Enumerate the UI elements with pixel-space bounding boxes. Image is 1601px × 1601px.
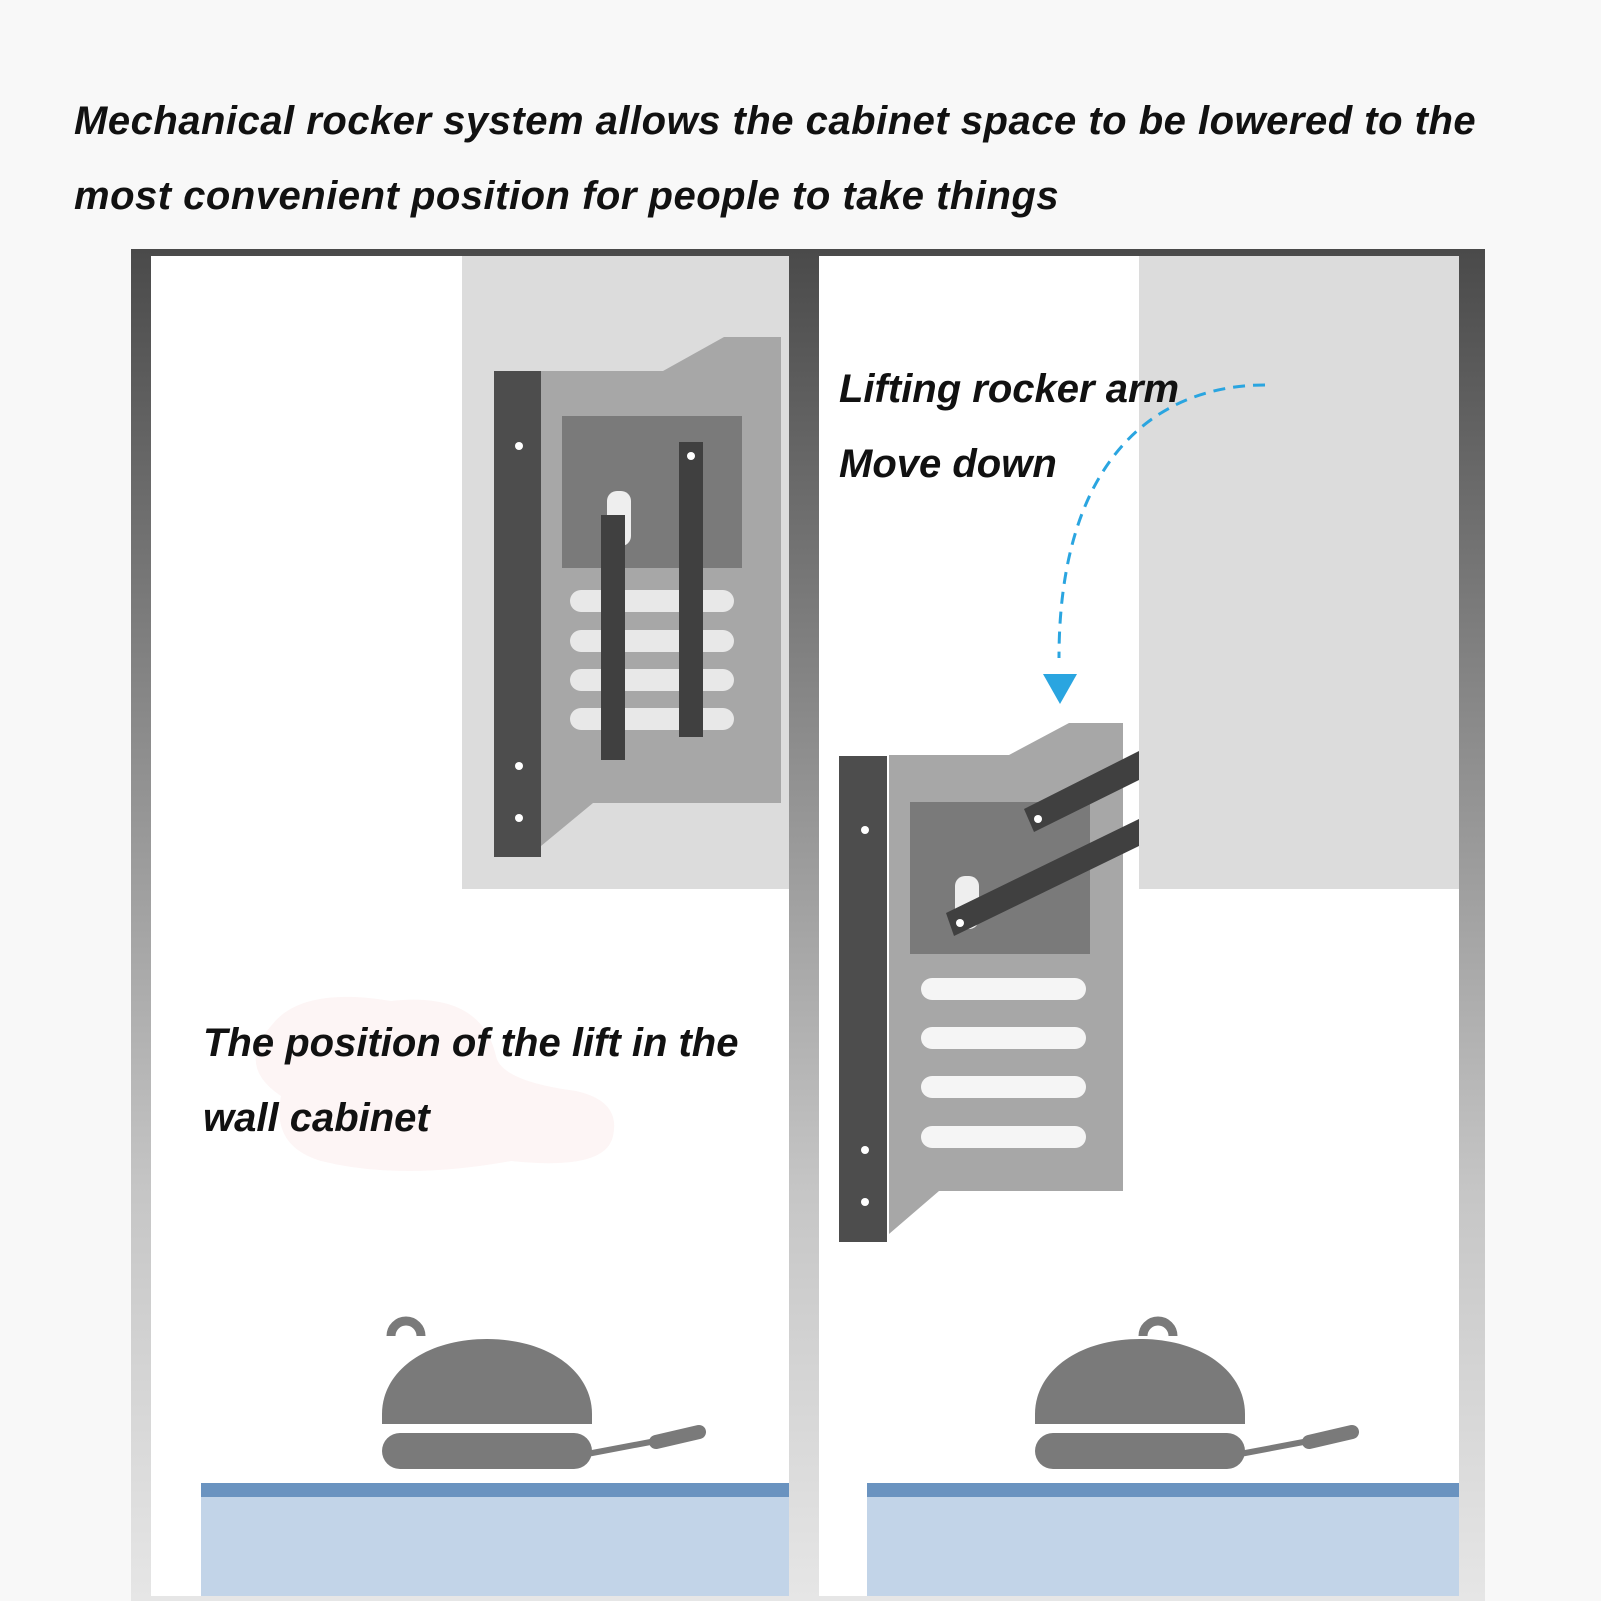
- dashed-arrow-icon: [1043, 383, 1266, 704]
- panel-lift-in-cabinet: The position of the lift in the wall cab…: [151, 256, 789, 1596]
- lift-window: [562, 416, 742, 568]
- wall-cabinet: [1139, 256, 1459, 889]
- headline-line-2: most convenient position for people to t…: [74, 174, 1060, 218]
- rocker-arm: [601, 515, 625, 760]
- wall-bracket: [839, 756, 887, 1242]
- bracket-screw: [861, 1198, 869, 1206]
- counter-surface: [867, 1483, 1459, 1596]
- rocker-arm: [1024, 751, 1139, 832]
- counter-surface: [201, 1483, 789, 1596]
- pot-icon: [382, 1316, 706, 1469]
- arm-pivot: [956, 919, 964, 927]
- lift-in-cabinet-caption: The position of the lift in the wall cab…: [203, 1006, 739, 1156]
- headline-line-1: Mechanical rocker system allows the cabi…: [74, 99, 1477, 143]
- lift-slot: [570, 669, 734, 691]
- lift-lowered-illustration: [839, 256, 1459, 1596]
- bracket-screw: [861, 1146, 869, 1154]
- diagram-frame: The position of the lift in the wall cab…: [131, 249, 1485, 1601]
- rocker-arm: [679, 442, 703, 737]
- panel-lift-lowered: Lifting rocker arm Move down: [819, 256, 1459, 1596]
- headline: Mechanical rocker system allows the cabi…: [74, 84, 1574, 234]
- bracket-screw: [515, 442, 523, 450]
- lift-slot: [570, 708, 734, 730]
- caption-line-2: Move down: [839, 442, 1057, 486]
- counter-edge: [201, 1483, 789, 1497]
- lift-slot: [921, 978, 1086, 1000]
- caption-line-1: Lifting rocker arm: [839, 367, 1180, 411]
- pot-icon: [1035, 1316, 1359, 1469]
- background-smudge: [255, 996, 615, 1171]
- arm-pivot: [687, 452, 695, 460]
- bracket-screw: [861, 826, 869, 834]
- lift-in-cabinet-illustration: [201, 256, 789, 1596]
- lift-slot: [921, 1076, 1086, 1098]
- arm-pivot: [1034, 815, 1042, 823]
- lift-slot: [921, 1126, 1086, 1148]
- caption-line-2: wall cabinet: [203, 1096, 430, 1140]
- bracket-screw: [515, 814, 523, 822]
- caption-line-1: The position of the lift in the: [203, 1021, 739, 1065]
- lift-slot: [921, 1027, 1086, 1049]
- lift-slot: [570, 590, 734, 612]
- counter-edge: [867, 1483, 1459, 1497]
- bracket-screw: [515, 762, 523, 770]
- rocker-arm: [946, 819, 1139, 936]
- lift-slot: [570, 630, 734, 652]
- lift-lowered-caption: Lifting rocker arm Move down: [839, 352, 1179, 502]
- wall-bracket: [494, 371, 541, 857]
